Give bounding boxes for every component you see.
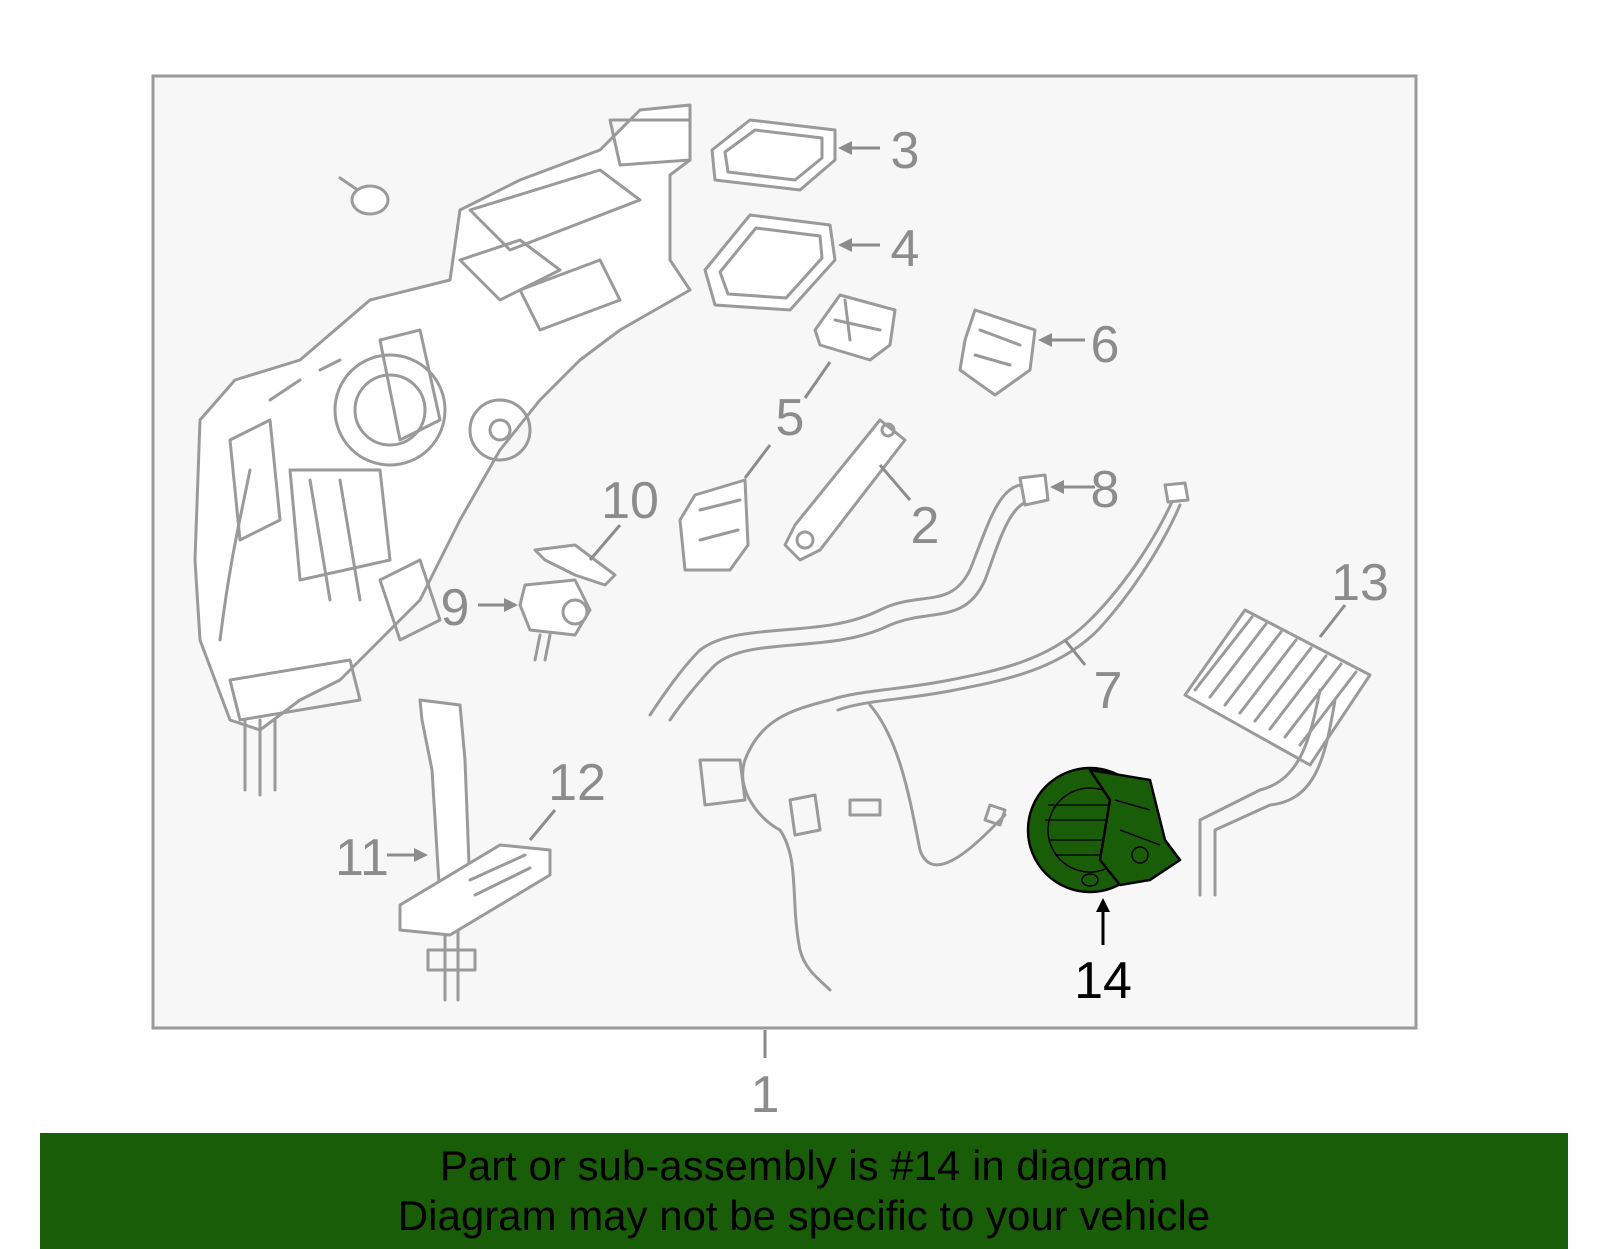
part-4-seal	[703, 213, 837, 312]
hvac-case	[193, 103, 692, 797]
leader-12	[528, 809, 557, 841]
callout-1: 1	[751, 1066, 780, 1124]
callout-4: 4	[891, 220, 920, 278]
arrowhead-8	[1050, 480, 1064, 494]
callout-9: 9	[441, 579, 470, 637]
arrowhead-4	[838, 238, 852, 252]
leader-13	[1318, 604, 1347, 638]
info-banner: Part or sub-assembly is #14 in diagram D…	[40, 1133, 1568, 1249]
part-2-arm	[783, 418, 907, 562]
part-12-plate	[398, 843, 552, 937]
leader-7	[1063, 639, 1087, 666]
callout-3: 3	[891, 122, 920, 180]
callout-10: 10	[601, 472, 659, 530]
arrowhead-14	[1096, 898, 1110, 912]
part-8-hose	[648, 473, 1050, 722]
part-14-blower-motor	[1026, 766, 1182, 894]
banner-line-2: Diagram may not be specific to your vehi…	[397, 1192, 1211, 1239]
part-9-valve	[518, 578, 592, 662]
leader-5b	[743, 444, 772, 479]
callout-11: 11	[335, 829, 389, 887]
part-10-bracket	[533, 543, 617, 587]
leader-2	[878, 464, 912, 501]
leader-5a	[803, 361, 832, 399]
callout-6: 6	[1091, 316, 1120, 374]
arrowhead-3	[838, 141, 852, 155]
callout-8: 8	[1091, 461, 1120, 519]
parts-diagram: 1 2 3 4 5 6 7 8 9 10 11 12 13 14	[151, 74, 1418, 1124]
callout-13: 13	[1331, 554, 1389, 612]
leader-10	[588, 524, 622, 561]
screw	[338, 176, 390, 216]
callout-7: 7	[1094, 662, 1123, 720]
callout-5: 5	[776, 389, 805, 447]
part-13-heater-core	[1183, 608, 1372, 897]
part-3-seal	[710, 118, 837, 192]
part-5-actuator-lower	[678, 478, 750, 572]
callout-2: 2	[911, 497, 940, 555]
callout-12: 12	[548, 754, 606, 812]
part-5-actuator-upper	[813, 293, 897, 362]
arrowhead-6	[1038, 333, 1052, 347]
banner-line-1: Part or sub-assembly is #14 in diagram	[439, 1142, 1169, 1189]
callout-14: 14	[1074, 952, 1132, 1010]
arrowhead-9	[504, 598, 518, 612]
arrowhead-11	[414, 848, 428, 862]
part-6-module	[958, 308, 1037, 397]
part-7-harness	[698, 481, 1190, 992]
